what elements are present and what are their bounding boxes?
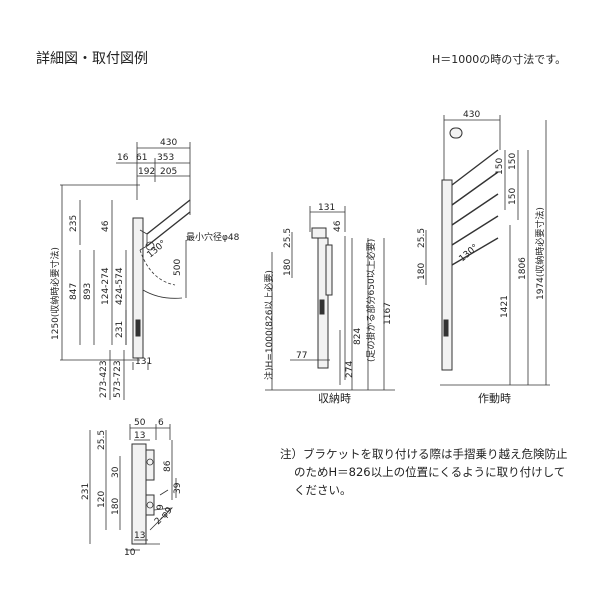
detail-post-mark (135, 319, 141, 337)
note-line-2: のためH＝826以上の位置にくるように取り付けして (294, 465, 565, 479)
detail-post (132, 217, 144, 359)
op-post-mark (443, 319, 449, 337)
op-dim-430: 430 (463, 110, 480, 120)
dim-424-574: 424-574 (115, 267, 125, 305)
stored-dim-274: 274 (345, 361, 355, 378)
stored-post-mark (319, 299, 325, 315)
br-dim-13a: 13 (134, 431, 145, 441)
br-dim-30: 30 (111, 466, 121, 478)
br-dim-180: 180 (111, 498, 121, 515)
br-dim-39: 39 (173, 482, 183, 494)
note-block: 注）ブラケットを取り付ける際は手摺乗り越え危険防止 のためH＝826以上の位置に… (280, 447, 568, 497)
br-dim-6: 6 (158, 418, 164, 428)
br-dim-10: 10 (124, 548, 136, 558)
br-gusset (149, 507, 174, 531)
dim-847: 847 (69, 283, 79, 300)
dim-273-423: 273-423 (99, 360, 109, 398)
page-title: 詳細図・取付図例 (36, 51, 148, 67)
br-lower-block (145, 494, 155, 516)
stored-dim-131: 131 (318, 203, 335, 213)
dim-131: 131 (135, 357, 152, 367)
dim-231: 231 (115, 321, 125, 338)
stored-dim-650-note: (足の掛かる部分650以上必要) (365, 239, 377, 362)
op-dim-1421: 1421 (500, 295, 510, 318)
note-line-1: 注）ブラケットを取り付ける際は手摺乗り越え危険防止 (280, 447, 568, 461)
stored-dim-180: 180 (283, 259, 293, 276)
bracket-view: 50 6 13 25.5 30 120 180 231 86 39 9 2-φ9… (81, 418, 183, 558)
op-angle: 130° (458, 243, 481, 265)
br-dim-50: 50 (134, 418, 146, 428)
op-dim-1806: 1806 (518, 257, 528, 280)
dim-192: 192 (138, 167, 155, 177)
stored-dim-1000: 注)H=1000(826以上必要) (263, 270, 275, 380)
dim-893: 893 (83, 283, 93, 300)
br-upper-hole (146, 458, 154, 466)
op-dim-1974: 1974(収納時必要寸法) (534, 207, 546, 300)
dim-124-274: 124-274 (101, 267, 111, 305)
stored-view: 131 46 25.5 180 注)H=1000(826以上必要) 824 (足… (263, 203, 395, 405)
br-dim-25-5: 25.5 (97, 430, 107, 450)
br-lower-hole (146, 501, 154, 509)
op-caption: 作動時 (478, 391, 511, 405)
op-dim-150a: 150 (495, 158, 505, 175)
stored-dim-1167: 1167 (383, 302, 393, 325)
stored-caption: 収納時 (318, 392, 351, 405)
dim-46: 46 (101, 220, 111, 232)
stored-cap (311, 227, 327, 239)
br-back-plate (131, 443, 147, 545)
br-dim-231: 231 (81, 483, 91, 500)
stored-dim-77: 77 (296, 351, 307, 361)
unit-note: H＝1000の時の寸法です。 (432, 52, 566, 66)
stored-dim-46: 46 (333, 220, 343, 232)
dim-430: 430 (160, 138, 177, 148)
br-dim-120: 120 (97, 491, 107, 508)
op-dim-180: 180 (417, 263, 427, 280)
operating-view: 430 130° 150 150 150 25.5 180 1421 1806 … (417, 110, 550, 405)
br-dim-13b: 13 (134, 531, 145, 541)
op-dim-150c: 150 (508, 188, 518, 205)
op-dim-150b: 150 (508, 153, 518, 170)
op-top-cap (449, 127, 463, 139)
hole-circle (145, 241, 155, 251)
dim-16: 16 (117, 153, 129, 163)
dim-205: 205 (160, 167, 177, 177)
br-dim-9: 9 (156, 504, 166, 510)
detail-view: 430 16 61 353 192 205 130° 最小穴径φ48 500 1… (49, 138, 240, 400)
op-dim-25-5: 25.5 (417, 228, 427, 248)
dim-61: 61 (136, 153, 147, 163)
detail-hole-label: 最小穴径φ48 (186, 231, 240, 243)
stored-folded-arm (325, 244, 333, 296)
br-dim-86: 86 (163, 460, 173, 472)
dim-235: 235 (69, 215, 79, 232)
dim-1250: 1250(収納時必要寸法) (49, 247, 61, 340)
dim-500: 500 (173, 259, 183, 276)
stored-dim-824: 824 (353, 328, 363, 345)
dim-353: 353 (157, 153, 174, 163)
op-post (441, 179, 453, 371)
stored-dim-25-5: 25.5 (283, 228, 293, 248)
note-line-3: ください。 (294, 483, 352, 497)
dim-573-723: 573-723 (113, 360, 123, 398)
